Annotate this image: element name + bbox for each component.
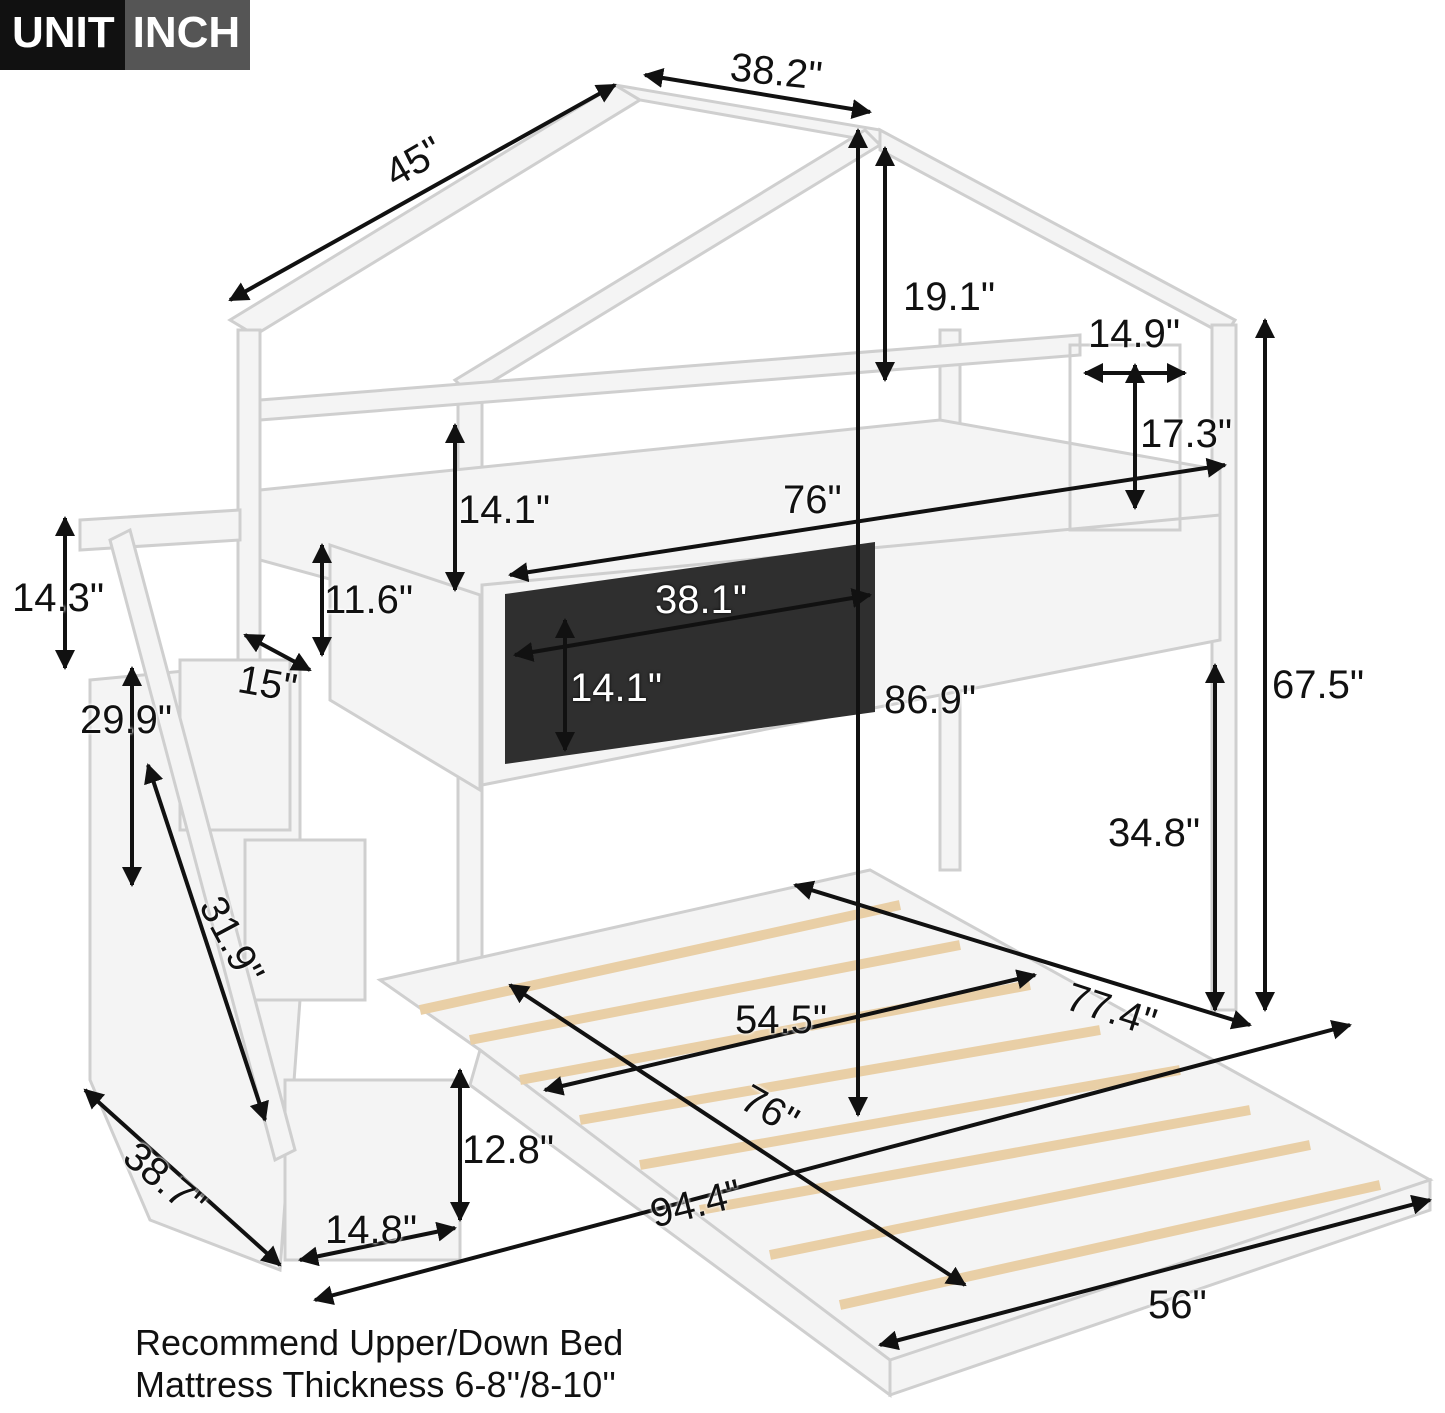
dimension-lines: [55, 68, 1432, 1351]
dim-upper-guard-height: 14.1": [458, 488, 551, 532]
dim-total-height: 67.5": [1272, 663, 1365, 707]
dim-roof-height: 19.1": [903, 275, 996, 319]
dim-stair-rail-height: 14.3": [12, 576, 105, 620]
unit-badge: UNIT INCH: [0, 0, 251, 70]
dim-chalkboard-width: 38.1": [655, 578, 748, 622]
dim-stair-top-guard: 11.6": [324, 578, 414, 622]
dim-window-width: 14.9": [1088, 312, 1181, 356]
mattress-note: Recommend Upper/Down Bed Mattress Thickn…: [135, 1322, 623, 1406]
dim-bottom-step-height: 12.8": [462, 1128, 555, 1172]
dim-chalkboard-height: 14.1": [570, 666, 663, 710]
note-line-1: Recommend Upper/Down Bed: [135, 1322, 624, 1363]
dim-upper-length: 76": [783, 478, 842, 522]
dim-roof-width: 38.2": [728, 45, 825, 99]
dim-stair-height: 29.9": [80, 698, 173, 742]
dim-bottom-step-width: 14.8": [325, 1208, 418, 1252]
unit-label: UNIT: [0, 0, 125, 70]
dim-under-clearance: 34.8": [1108, 811, 1201, 855]
dim-lower-width: 54.5": [735, 998, 828, 1042]
dim-total-height-inner: 86.9": [884, 678, 977, 722]
unit-value: INCH: [124, 0, 251, 70]
dim-window-height: 17.3": [1140, 412, 1233, 456]
dim-total-width: 56": [1148, 1283, 1207, 1327]
note-line-2: Mattress Thickness 6-8''/8-10'': [135, 1364, 617, 1405]
